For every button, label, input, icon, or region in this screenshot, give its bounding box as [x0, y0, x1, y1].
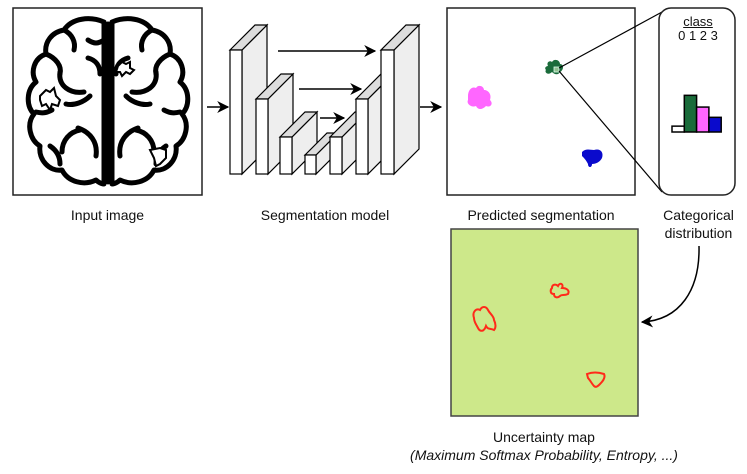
- class-bar-1: [683, 94, 698, 133]
- class-bar-0: [671, 125, 686, 133]
- segment-class-3-blue: [582, 149, 603, 167]
- lesion-outlines: [39, 60, 167, 168]
- unet-block-front: [329, 136, 343, 175]
- uncertainty-outline-top: [549, 282, 570, 299]
- unet-block-side: [393, 23, 420, 176]
- class-bar-2: [695, 106, 710, 133]
- class-header: class 0 1 2 3: [662, 15, 734, 43]
- categorical-line-2: distribution: [664, 225, 733, 241]
- segmentation-model-label: Segmentation model: [260, 207, 390, 223]
- unet-block-3: [278, 110, 319, 176]
- uncertainty-map-panel: [450, 228, 639, 417]
- selected-pixel-marker: [553, 66, 560, 73]
- unet-block-front: [304, 154, 317, 175]
- unet-block-front: [279, 136, 293, 175]
- segment-class-2-pink: [467, 85, 492, 109]
- arrow-distribution-to-uncertainty: [640, 245, 700, 328]
- segmentation-model-unet: [228, 23, 421, 176]
- uncertainty-map-label: Uncertainty map: [493, 429, 595, 445]
- unet-block-front: [255, 98, 269, 175]
- class-bar-3: [708, 116, 722, 133]
- predicted-segmentation-panel: [446, 7, 636, 196]
- input-image-panel: [12, 7, 203, 196]
- uncertainty-outline-bottom: [585, 371, 606, 388]
- zoom-line-bottom: [558, 70, 663, 193]
- class-distribution-panel: [658, 7, 736, 196]
- unet-block-7: [379, 23, 421, 176]
- class-indices: 0 1 2 3: [678, 28, 718, 43]
- predicted-segmentation-label: Predicted segmentation: [467, 207, 615, 223]
- class-probability-bars: [671, 94, 722, 133]
- uncertainty-outline-left: [472, 306, 497, 332]
- skip-connections: [278, 45, 377, 124]
- unet-block-front: [355, 98, 369, 175]
- zoom-line-top: [558, 11, 663, 69]
- unet-block-front: [380, 49, 395, 175]
- input-image-label: Input image: [70, 207, 145, 223]
- uncertainty-map-methods: (Maximum Softmax Probability, Entropy, .…: [410, 447, 678, 463]
- class-title: class: [683, 14, 713, 29]
- categorical-distribution-label: Categorical distribution: [650, 206, 747, 242]
- categorical-line-1: Categorical: [663, 207, 734, 223]
- unet-block-front: [229, 49, 243, 175]
